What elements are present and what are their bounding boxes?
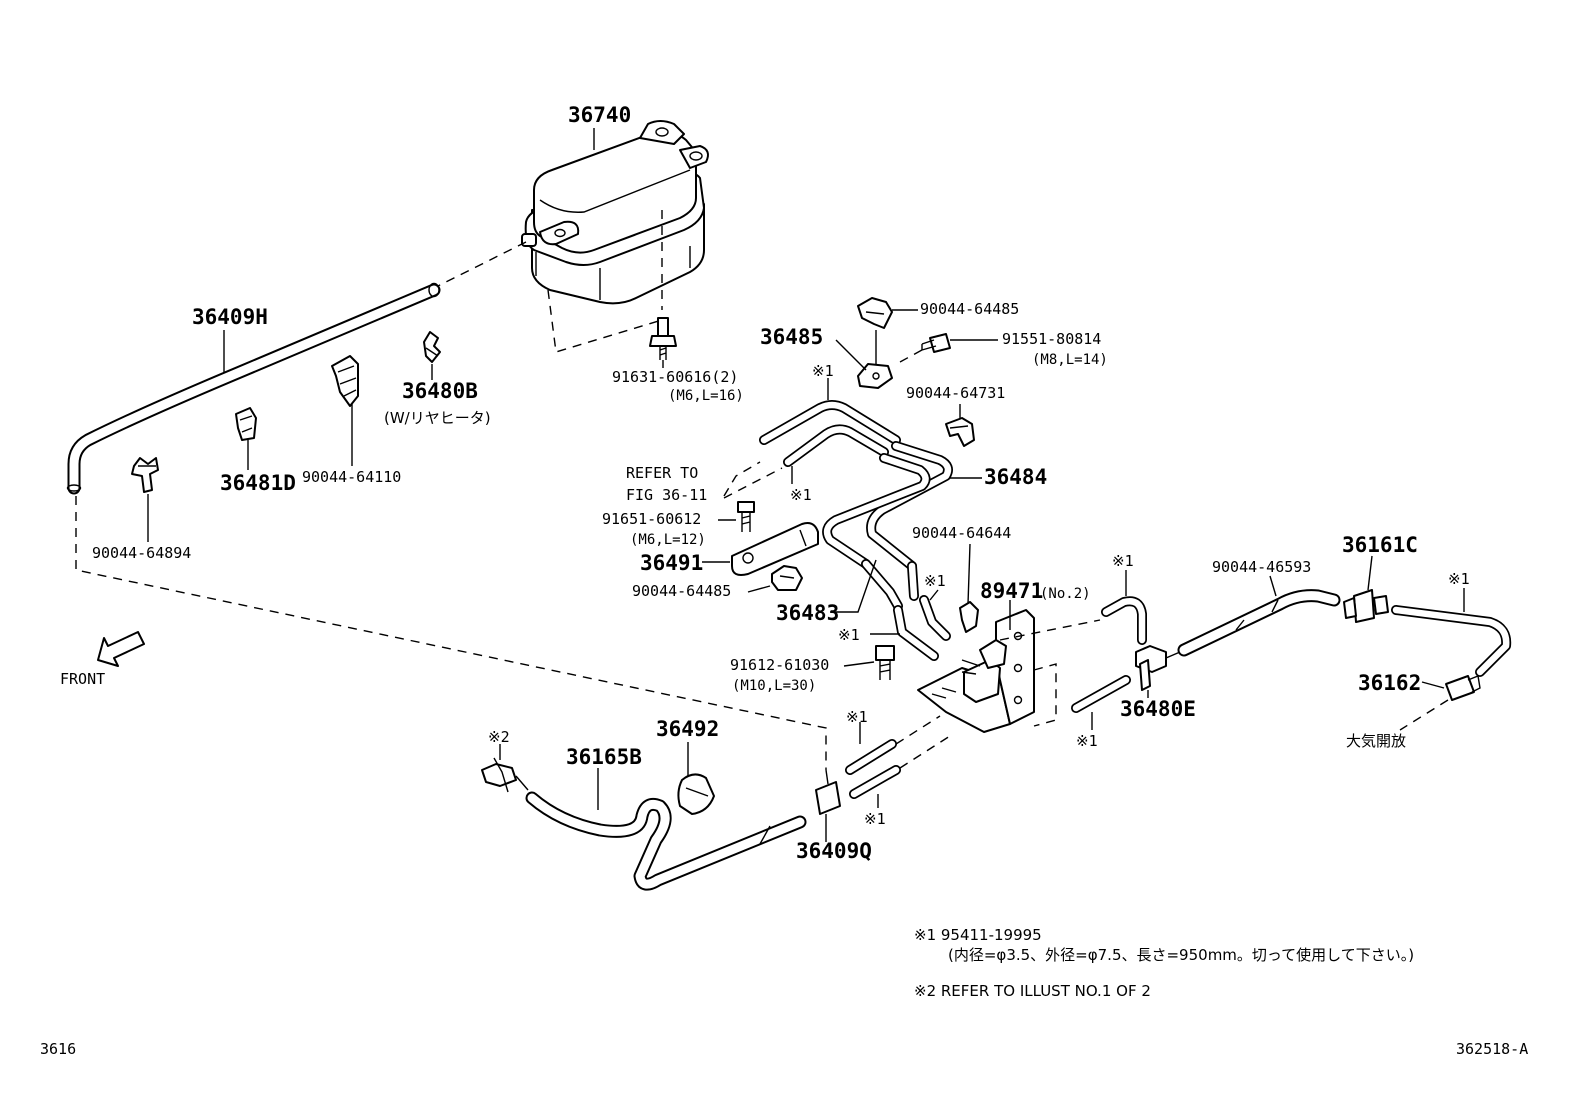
label-36480e: 36480E (1120, 697, 1196, 721)
tube-mark1-right-upper (1101, 596, 1147, 645)
tube-mark1-far-right (1391, 605, 1512, 677)
mark-1-g: ※1 (1448, 570, 1470, 588)
clip-36480b (423, 331, 441, 363)
valve-36162 (1445, 675, 1481, 701)
label-90044-64110: 90044-64110 (302, 468, 401, 486)
label-90044-64485-top: 90044-64485 (920, 300, 1019, 318)
label-36491: 36491 (640, 551, 703, 575)
label-90044-64485-mid: 90044-64485 (632, 582, 731, 600)
label-36409q: 36409Q (796, 839, 872, 863)
clip-36481d (235, 407, 257, 441)
label-36484: 36484 (984, 465, 1047, 489)
bracket-36485 (857, 363, 893, 389)
label-36162: 36162 (1358, 671, 1421, 695)
note1-detail: (内径=φ3.5、外径=φ7.5、長さ=950mm。切って使用して下さい。) (948, 946, 1414, 964)
clip-36492 (677, 773, 715, 815)
clip-90044-64110 (331, 355, 359, 407)
bolt-91612-61030 (875, 645, 895, 680)
tubes-mark1-lower (845, 739, 901, 799)
figure-id: 362518-A (1456, 1040, 1528, 1058)
mark-1-b: ※1 (790, 486, 812, 504)
mark-2: ※2 (488, 728, 510, 746)
label-atmos: 大気開放 (1346, 732, 1406, 750)
label-91551-80814: 91551-80814 (1002, 330, 1101, 348)
mark-1-i: ※1 (864, 810, 886, 828)
label-36161c: 36161C (1342, 533, 1418, 557)
label-36165b: 36165B (566, 745, 642, 769)
spec-91612-61030: (M10,L=30) (732, 678, 816, 694)
hose-36165b (525, 791, 807, 891)
clip-90044-64485-mid (771, 565, 803, 591)
label-36740: 36740 (568, 103, 631, 127)
label-91612-61030: 91612-61030 (730, 656, 829, 674)
label-90044-64731: 90044-64731 (906, 384, 1005, 402)
tube-assembly-36484 (759, 400, 953, 611)
note1-code: ※1 95411-19995 (914, 926, 1042, 944)
note2: ※2 REFER TO ILLUST NO.1 OF 2 (914, 982, 1151, 1000)
label-89471: 89471 (980, 579, 1043, 603)
label-36409h: 36409H (192, 305, 268, 329)
connector-mark2 (481, 757, 529, 793)
label-front: FRONT (60, 670, 105, 688)
bolt-91551-80814 (921, 333, 951, 353)
label-36483: 36483 (776, 601, 839, 625)
mark-1-a: ※1 (812, 362, 834, 380)
label-36492: 36492 (656, 717, 719, 741)
note-89471: (No.2) (1040, 586, 1091, 602)
hose-36409h (66, 282, 441, 495)
label-91631-60616: 91631-60616(2) (612, 368, 738, 386)
hose-90044-46593 (1177, 589, 1341, 657)
label-36485: 36485 (760, 325, 823, 349)
front-arrow-icon (97, 631, 145, 667)
bracket-36491 (731, 522, 819, 576)
clip-90044-64894 (131, 457, 159, 493)
bolt-91651-60612 (737, 501, 755, 532)
refer-line1: REFER TO (626, 464, 698, 482)
label-36480b: 36480B (402, 379, 478, 403)
tee-36480e (1135, 645, 1181, 691)
mark-1-h: ※1 (846, 708, 868, 726)
tube-mark1-right-lower (1071, 675, 1131, 713)
label-91651-60612: 91651-60612 (602, 510, 701, 528)
bolt-91631-60616 (649, 317, 677, 360)
page-code: 3616 (40, 1040, 76, 1058)
refer-line2: FIG 36-11 (626, 486, 707, 504)
spec-91551-80814: (M8,L=14) (1032, 352, 1108, 368)
clip-90044-64731 (945, 417, 975, 447)
mark-1-c: ※1 (924, 572, 946, 590)
clip-90044-64644 (959, 601, 979, 633)
note-36480b: (W/リヤヒータ) (384, 409, 491, 427)
label-90044-64644: 90044-64644 (912, 524, 1011, 542)
mark-1-d: ※1 (838, 626, 860, 644)
filter-36161c (1343, 589, 1389, 623)
clip-90044-64485-top (857, 297, 893, 329)
label-36481d: 36481D (220, 471, 296, 495)
tee-36409q (815, 769, 841, 815)
tube-mark1-upper (919, 595, 951, 641)
mark-1-e: ※1 (1112, 552, 1134, 570)
label-90044-64894: 90044-64894 (92, 544, 191, 562)
label-90044-46593: 90044-46593 (1212, 558, 1311, 576)
canister-36740 (521, 120, 709, 305)
vsv-89471 (917, 609, 1035, 733)
spec-91631-60616: (M6,L=16) (668, 388, 744, 404)
spec-91651-60612: (M6,L=12) (630, 532, 706, 548)
mark-1-f: ※1 (1076, 732, 1098, 750)
tube-mark1-left (893, 605, 939, 661)
